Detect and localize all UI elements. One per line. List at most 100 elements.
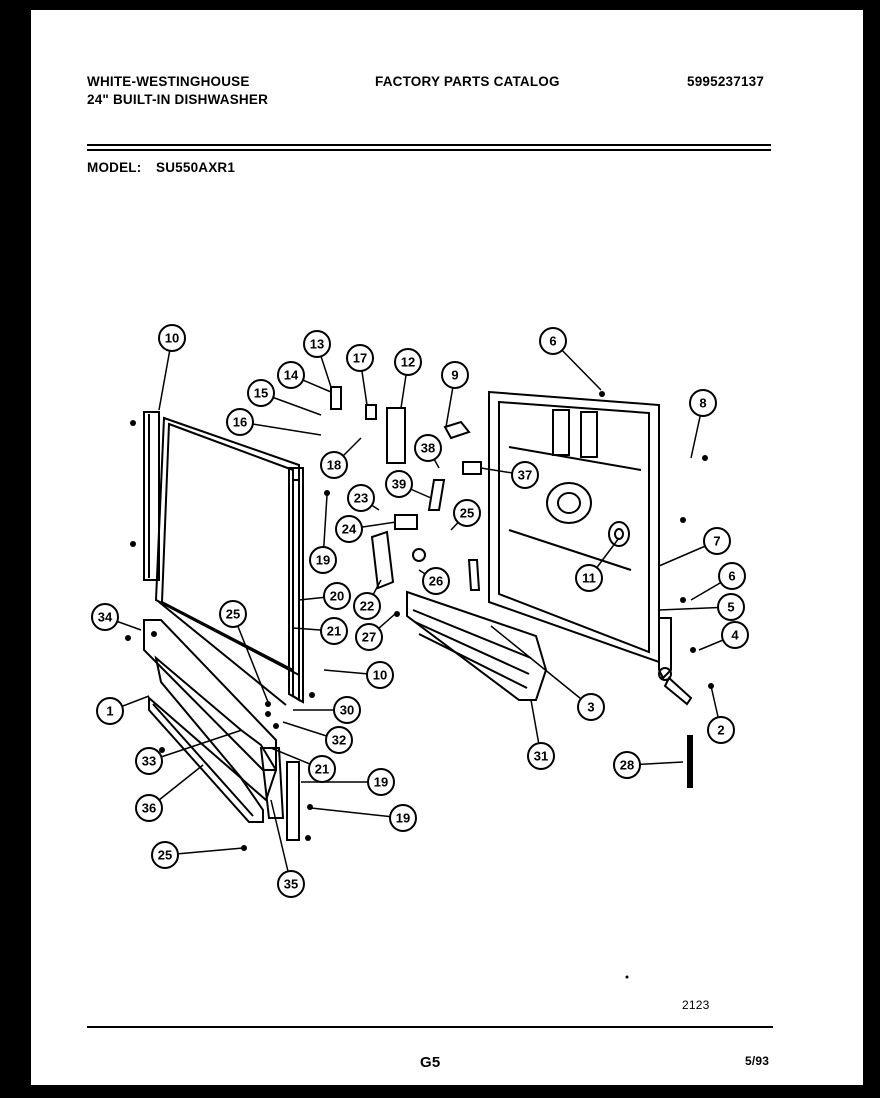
header-rule-top: [87, 144, 771, 146]
callout-number: 7: [713, 534, 720, 549]
callout-leader-line: [270, 799, 292, 885]
drawing-number: 2123: [682, 998, 710, 1012]
callout-circle: [325, 726, 353, 754]
callout-circle: [353, 592, 381, 620]
callout-circle: [355, 623, 383, 651]
callout-circle: [151, 841, 179, 869]
callout-circle: [577, 693, 605, 721]
callout-circle: [135, 794, 163, 822]
callout-number: 27: [362, 630, 376, 645]
callout-circle: [335, 515, 363, 543]
callout-circle: [320, 617, 348, 645]
callout-34: 34: [91, 603, 119, 631]
callout-number: 35: [284, 877, 298, 892]
callout-circle: [703, 527, 731, 555]
callout-circle: [96, 697, 124, 725]
footer-rule: [87, 1026, 773, 1028]
callout-number: 10: [165, 331, 179, 346]
callout-number: 33: [142, 754, 156, 769]
callout-10: 10: [158, 324, 186, 352]
callout-number: 23: [354, 491, 368, 506]
callout-number: 18: [327, 458, 341, 473]
callout-number: 36: [142, 801, 156, 816]
callout-circle: [511, 461, 539, 489]
callout-6: 6: [718, 562, 746, 590]
callout-number: 21: [315, 762, 329, 777]
callout-circle: [303, 330, 331, 358]
callout-6: 6: [539, 327, 567, 355]
callout-leader-line: [232, 613, 269, 703]
callout-number: 24: [342, 522, 357, 537]
callout-33: 33: [135, 747, 163, 775]
callout-4: 4: [721, 621, 749, 649]
callout-number: 19: [396, 811, 410, 826]
callout-circle: [539, 327, 567, 355]
callout-circle: [219, 600, 247, 628]
callout-number: 39: [392, 477, 406, 492]
callout-38: 38: [414, 434, 442, 462]
callout-30: 30: [333, 696, 361, 724]
callout-number: 8: [699, 396, 706, 411]
callout-18: 18: [320, 451, 348, 479]
outer-door-panel: [154, 416, 300, 706]
callout-number: 25: [158, 848, 172, 863]
callout-number: 28: [620, 758, 634, 773]
callout-number: 2: [717, 723, 724, 738]
callout-8: 8: [689, 389, 717, 417]
door-side-rail-left: [143, 411, 160, 581]
inner-door-liner: [488, 390, 660, 664]
callout-leader-line: [148, 729, 243, 762]
control-panel: [406, 590, 548, 701]
callout-circle: [613, 751, 641, 779]
callout-23: 23: [347, 484, 375, 512]
callout-circle: [135, 747, 163, 775]
callout-16: 16: [226, 408, 254, 436]
callout-circle: [414, 434, 442, 462]
callout-circle: [320, 451, 348, 479]
callout-28: 28: [613, 751, 641, 779]
callout-number: 1: [106, 704, 113, 719]
callout-21: 21: [308, 755, 336, 783]
callout-number: 3: [587, 700, 594, 715]
callout-27: 27: [355, 623, 383, 651]
callout-number: 34: [98, 610, 113, 625]
callout-leader-line: [310, 807, 404, 819]
callout-number: 14: [284, 368, 299, 383]
callout-circle: [721, 621, 749, 649]
callout-number: 9: [451, 368, 458, 383]
callout-circle: [247, 379, 275, 407]
catalog-title: FACTORY PARTS CATALOG: [375, 74, 560, 89]
callout-circle: [158, 324, 186, 352]
callout-12: 12: [394, 348, 422, 376]
callout-number: 15: [254, 386, 268, 401]
callout-number: 10: [373, 668, 387, 683]
door-side-trim-right: [288, 467, 304, 704]
callout-circle: [323, 582, 351, 610]
callout-11: 11: [575, 564, 603, 592]
callout-circle: [394, 348, 422, 376]
callout-26: 26: [422, 567, 450, 595]
detergent-dispenser: [546, 482, 630, 547]
callout-number: 30: [340, 703, 354, 718]
toe-strip: [148, 695, 264, 823]
page-code: G5: [420, 1054, 441, 1071]
callout-19: 19: [309, 546, 337, 574]
callout-15: 15: [247, 379, 275, 407]
callout-number: 26: [429, 574, 443, 589]
catalog-number: 5995237137: [687, 74, 765, 89]
callout-number: 32: [332, 733, 346, 748]
page-date: 5/93: [745, 1054, 770, 1068]
callout-circle: [347, 484, 375, 512]
callout-20: 20: [323, 582, 351, 610]
callout-number: 19: [316, 553, 330, 568]
callout-circle: [277, 361, 305, 389]
callout-circle: [366, 661, 394, 689]
callout-25: 25: [219, 600, 247, 628]
callout-32: 32: [325, 726, 353, 754]
callout-35: 35: [277, 870, 305, 898]
callout-number: 16: [233, 415, 247, 430]
lower-side-bracket: [259, 747, 300, 841]
callout-circle: [689, 389, 717, 417]
parts-catalog-page: WHITE-WESTINGHOUSE 24" BUILT-IN DISHWASH…: [31, 10, 863, 1085]
